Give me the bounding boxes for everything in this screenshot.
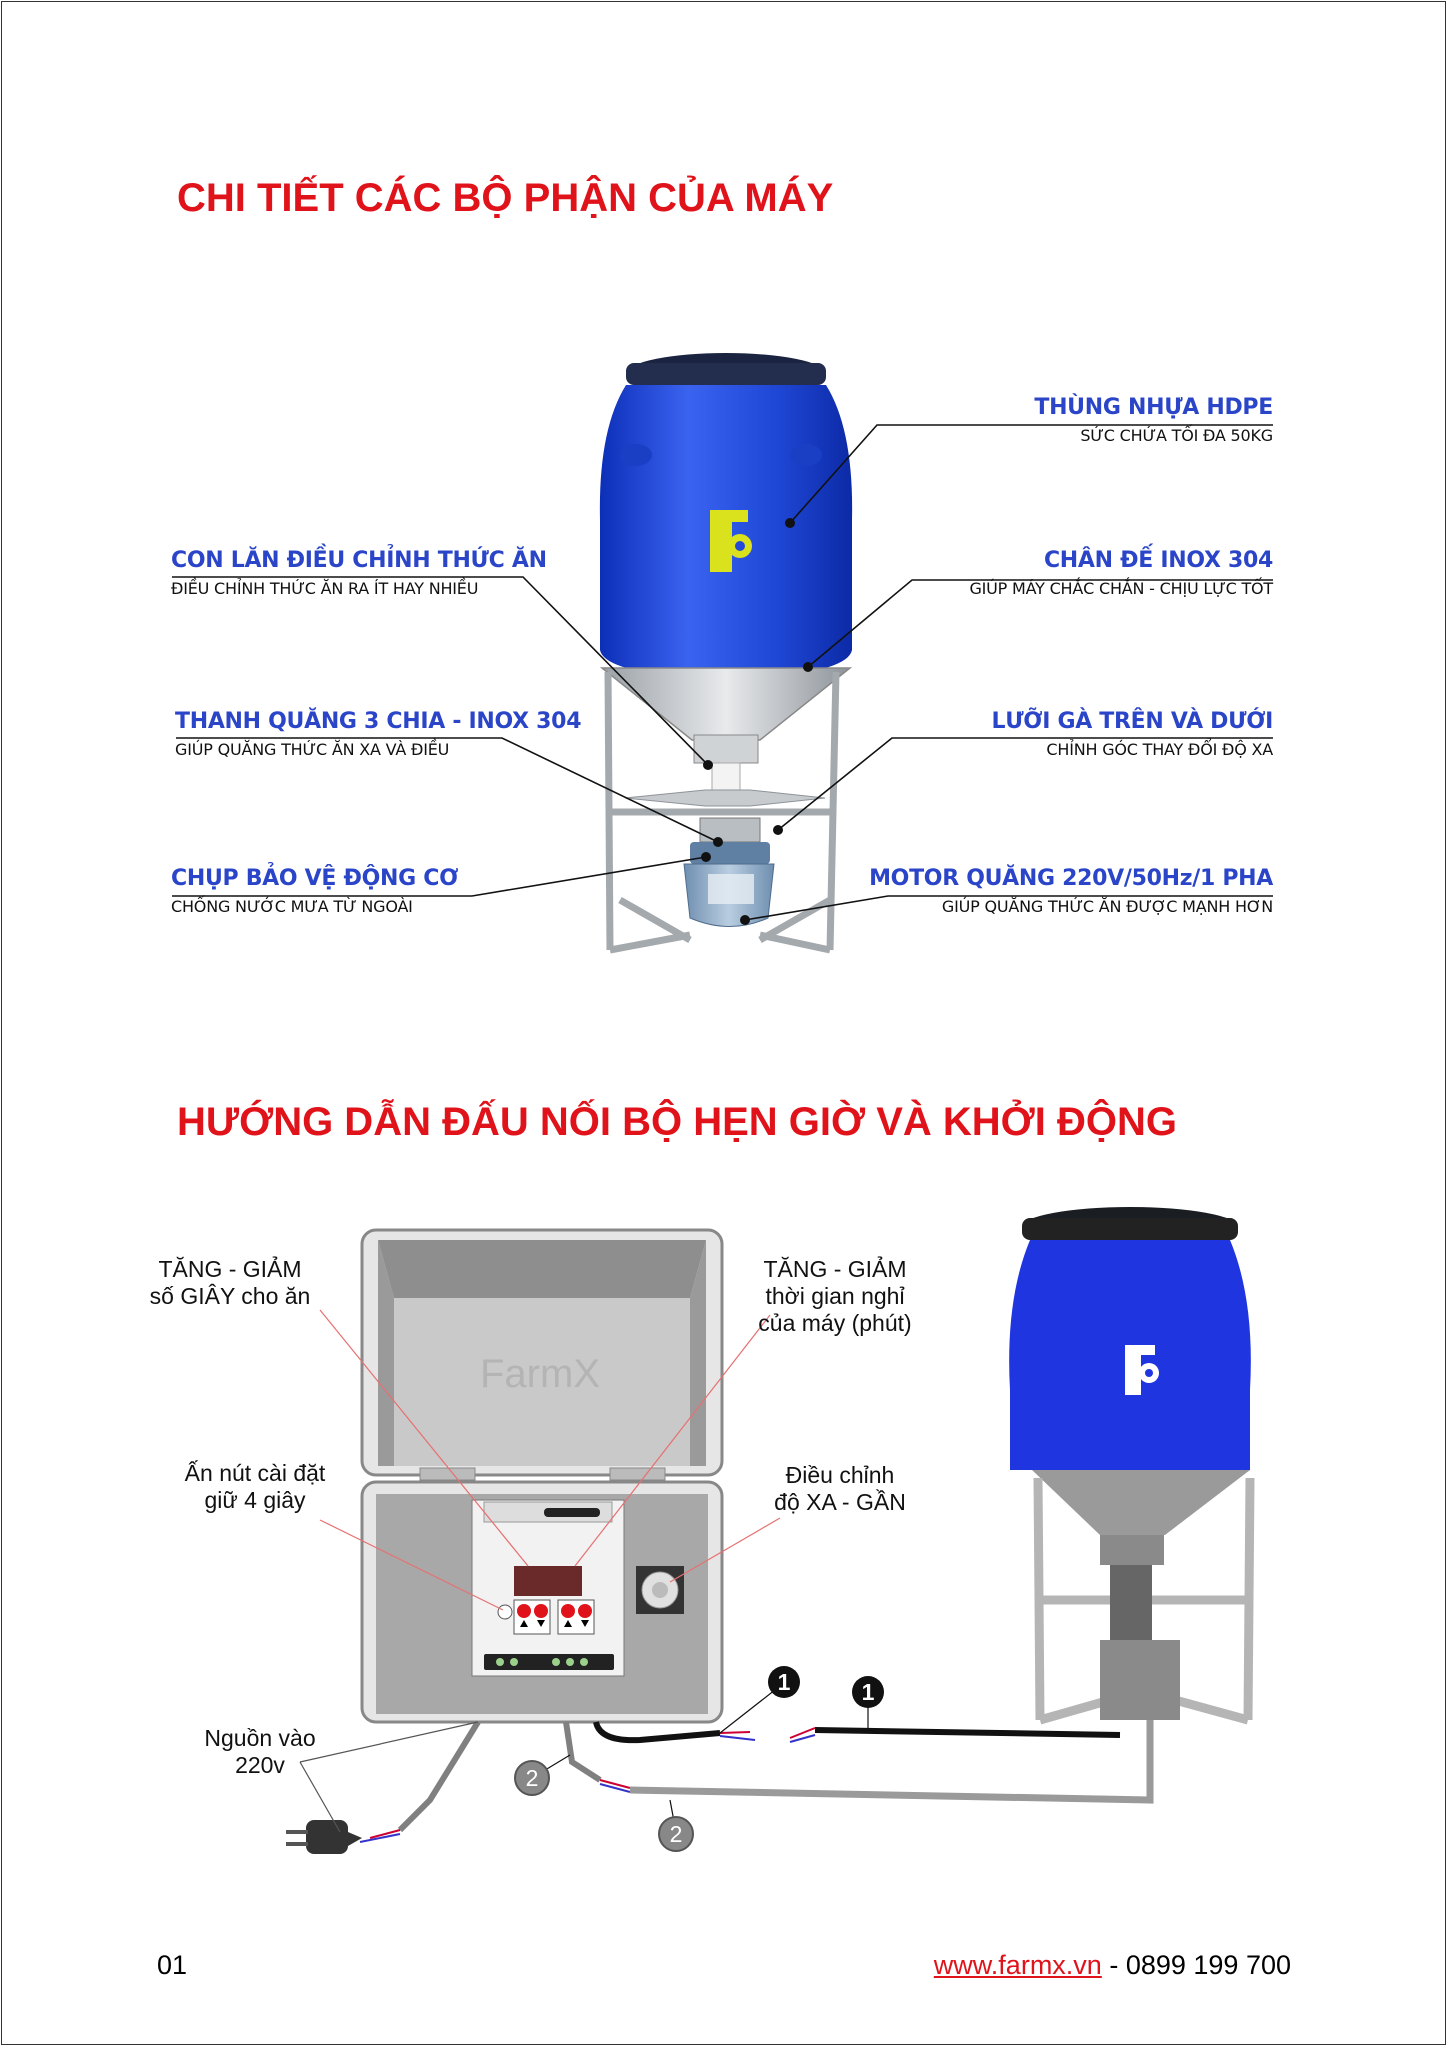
label-stand: CHÂN ĐẾ INOX 304 GIÚP MÁY CHẮC CHẮN - CH… <box>969 548 1273 598</box>
note-feed-seconds: TĂNG - GIẢM số GIÂY cho ăn <box>140 1256 320 1310</box>
note-rest-time: TĂNG - GIẢM thời gian nghỉ của máy (phút… <box>745 1256 925 1337</box>
timer-display <box>514 1566 582 1596</box>
note-line: TĂNG - GIẢM <box>763 1256 907 1282</box>
label-motor-cover: CHỤP BẢO VỆ ĐỘNG CƠ CHỐNG NƯỚC MƯA TỪ NG… <box>171 866 458 916</box>
power-plug-icon <box>286 1820 362 1854</box>
note-power-input: Nguồn vào 220v <box>180 1725 340 1779</box>
box-watermark: FarmX <box>480 1352 600 1396</box>
phone-number: 0899 199 700 <box>1125 1950 1291 1980</box>
note-line: Nguồn vào <box>204 1725 316 1751</box>
label-heading: THÙNG NHỰA HDPE <box>1034 395 1273 420</box>
label-spreader-bar: THANH QUĂNG 3 CHIA - INOX 304 GIÚP QUĂNG… <box>175 709 582 759</box>
label-roller: CON LĂN ĐIỀU CHỈNH THỨC ĂN ĐIỀU CHỈNH TH… <box>171 548 547 598</box>
note-line: TĂNG - GIẢM <box>158 1256 302 1282</box>
note-line: số GIÂY cho ăn <box>149 1283 311 1309</box>
label-heading: CHÂN ĐẾ INOX 304 <box>1043 548 1273 573</box>
note-line: giữ 4 giây <box>204 1487 306 1513</box>
footer-contact: www.farmx.vn - 0899 199 700 <box>934 1950 1291 1981</box>
mini-farmx-logo-icon <box>1125 1345 1159 1395</box>
label-motor: MOTOR QUĂNG 220V/50Hz/1 PHA GIÚP QUĂNG T… <box>869 866 1273 916</box>
note-line: Ấn nút cài đặt <box>184 1460 326 1486</box>
note-line: độ XA - GẦN <box>774 1489 906 1515</box>
note-line: của máy (phút) <box>758 1310 912 1336</box>
marker-2-b <box>658 1816 694 1852</box>
label-sub: GIÚP MÁY CHẮC CHẮN - CHỊU LỰC TỐT <box>969 579 1273 598</box>
label-sub: GIÚP QUĂNG THỨC ĂN ĐƯỢC MẠNH HƠN <box>941 897 1273 916</box>
label-sub: GIÚP QUĂNG THỨC ĂN XA VÀ ĐIỀU <box>175 740 450 759</box>
label-heading: CHỤP BẢO VỆ ĐỘNG CƠ <box>171 866 459 891</box>
note-line: 220v <box>235 1752 285 1778</box>
marker-2-text: 2 <box>525 1765 539 1791</box>
website-link[interactable]: www.farmx.vn <box>933 1950 1102 1980</box>
note-line: thời gian nghỉ <box>765 1283 905 1309</box>
farmx-logo-icon <box>710 510 752 572</box>
label-heading: LƯỠI GÀ TRÊN VÀ DƯỚI <box>991 709 1273 734</box>
marker-1-text: 1 <box>777 1669 791 1695</box>
note-setting-button: Ấn nút cài đặt giữ 4 giây <box>155 1460 355 1514</box>
stand-frame <box>604 671 840 954</box>
marker-2-a <box>514 1760 550 1796</box>
label-sub: SỨC CHỨA TỐI ĐA 50KG <box>1080 426 1273 445</box>
label-heading: CON LĂN ĐIỀU CHỈNH THỨC ĂN <box>171 548 547 573</box>
note-line: Điều chỉnh <box>785 1462 895 1488</box>
label-heading: MOTOR QUĂNG 220V/50Hz/1 PHA <box>869 866 1273 891</box>
hopper-cone <box>599 667 853 741</box>
setting-button <box>497 1604 513 1620</box>
label-sub: ĐIỀU CHỈNH THỨC ĂN RA ÍT HAY NHIỀU <box>171 579 479 598</box>
note-distance: Điều chỉnh độ XA - GẦN <box>750 1462 930 1516</box>
marker-1-b <box>852 1676 884 1708</box>
marker-1-a <box>768 1666 800 1698</box>
label-heading: THANH QUĂNG 3 CHIA - INOX 304 <box>175 709 582 734</box>
page-number: 01 <box>157 1950 188 1980</box>
label-sub: CHỐNG NƯỚC MƯA TỪ NGOÀI <box>171 897 413 916</box>
section-title-wiring: HƯỚNG DẪN ĐẤU NỐI BỘ HẸN GIỜ VÀ KHỞI ĐỘN… <box>177 1100 1178 1144</box>
marker-2-text: 2 <box>669 1821 683 1847</box>
section-title-parts: CHI TIẾT CÁC BỘ PHẬN CỦA MÁY <box>177 176 834 220</box>
marker-1-text: 1 <box>861 1679 875 1705</box>
label-sub: CHỈNH GÓC THAY ĐỔI ĐỘ XA <box>1046 740 1273 759</box>
adjust-buttons <box>513 1599 595 1635</box>
label-blades: LƯỠI GÀ TRÊN VÀ DƯỚI CHỈNH GÓC THAY ĐỔI … <box>991 709 1273 759</box>
footer-separator: - <box>1101 1950 1126 1980</box>
label-barrel: THÙNG NHỰA HDPE SỨC CHỨA TỐI ĐA 50KG <box>1034 395 1273 445</box>
